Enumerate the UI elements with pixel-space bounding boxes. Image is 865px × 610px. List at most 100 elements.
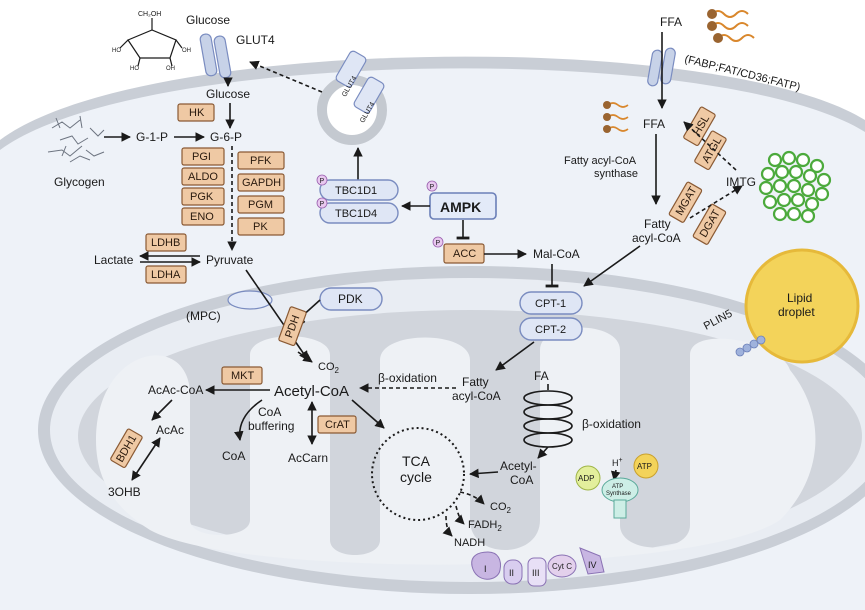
mkt-enzyme <box>221 366 263 385</box>
acaccoa-label: AcAc-CoA <box>148 383 203 397</box>
ffa-inside-icon <box>607 102 629 132</box>
fadh2-label: FADH2 <box>468 519 502 533</box>
hk-label: HK <box>189 107 205 119</box>
atp-synthase-line1: ATP <box>612 484 623 490</box>
enzyme-pk: PK <box>253 221 268 233</box>
hk-enzyme <box>177 103 215 122</box>
enzyme-pfk: PFK <box>250 155 272 167</box>
malcoa-label: Mal-CoA <box>533 247 580 261</box>
svg-text:P: P <box>436 240 441 247</box>
glycolysis-enzymes-left <box>181 147 225 226</box>
fac-cyto-line1: Fatty <box>644 217 671 231</box>
ldhb-enzyme <box>145 233 187 252</box>
ldha-enzyme <box>145 265 187 284</box>
mkt-label: MKT <box>231 370 255 382</box>
acc-label: ACC <box>453 248 476 260</box>
svg-text:P: P <box>320 178 325 185</box>
atp-synthase-line2: Synthase <box>606 491 632 497</box>
complex-1: I <box>484 564 487 574</box>
beta-ox-right-label: β-oxidation <box>582 417 641 431</box>
cpt1-transporter <box>519 291 583 315</box>
nadh-label: NADH <box>454 537 485 549</box>
hplus-label: H+ <box>612 457 623 468</box>
ffa-inside-label: FFA <box>643 117 665 131</box>
atp-synthase-icon <box>601 477 639 519</box>
imtg-droplets-icon <box>758 150 832 224</box>
mgat-enzyme <box>668 181 703 223</box>
glycogen-icon <box>47 115 105 163</box>
tbc1d1-label: TBC1D1 <box>335 185 377 197</box>
mitochondrial-cristae <box>96 327 816 565</box>
glut4-vesicle <box>317 50 387 145</box>
ohb-label: 3OHB <box>108 485 141 499</box>
ffa-molecules-icon <box>711 10 755 42</box>
fatty-acid-transporter-icon <box>647 47 676 87</box>
phospho-icon <box>426 180 438 192</box>
bdh1-enzyme <box>110 428 143 468</box>
ampk-label: AMPK <box>440 199 481 215</box>
atp-label: ATP <box>637 462 652 471</box>
beta-ox-left-label: β-oxidation <box>378 371 437 385</box>
enzyme-pgi: PGI <box>192 151 211 163</box>
pdh-enzyme <box>278 306 307 347</box>
svg-text:OH: OH <box>166 66 175 72</box>
complex-2: II <box>509 568 514 578</box>
enzyme-pgm: PGM <box>248 199 273 211</box>
tca-cycle <box>371 427 465 521</box>
synthase-label-line2: synthase <box>594 168 638 180</box>
svg-text:P: P <box>320 201 325 208</box>
coa-label: CoA <box>222 449 245 463</box>
ffa-outside-label: FFA <box>660 15 682 29</box>
svg-text:P: P <box>430 184 435 191</box>
coa-buffering-line2: buffering <box>248 419 294 433</box>
lipid-droplet-line1: Lipid <box>787 291 812 305</box>
tbc1d4-protein <box>319 202 399 224</box>
crat-label: CrAT <box>325 419 350 431</box>
mpc-transporter <box>227 290 273 310</box>
pyruvate-label: Pyruvate <box>206 253 254 267</box>
ldhb-label: LDHB <box>151 237 180 249</box>
pdk-kinase <box>319 287 383 311</box>
lipid-droplet-line2: droplet <box>778 305 815 319</box>
lipid-droplet <box>744 248 860 364</box>
svg-text:OH: OH <box>182 48 191 54</box>
fac-cyto-line2: acyl-CoA <box>632 231 681 245</box>
complex-4: IV <box>588 560 597 570</box>
tca-line1: TCA <box>402 453 431 469</box>
fac-mito-line2: acyl-CoA <box>452 389 501 403</box>
tbc1d1-protein <box>319 179 399 201</box>
synthase-label-line1: Fatty acyl-CoA <box>564 155 637 167</box>
enzyme-gapdh: GAPDH <box>242 177 281 189</box>
acarn-label: AcCarn <box>288 451 328 465</box>
coa-buffering-line1: CoA <box>258 405 281 419</box>
phospho-icon <box>316 174 328 186</box>
plin5-protein-icon <box>735 335 766 357</box>
co2-pdh-label: CO2 <box>318 361 340 375</box>
complex-3: III <box>532 568 540 578</box>
svg-text:CH₂OH: CH₂OH <box>138 11 161 18</box>
fac-mito-line1: Fatty <box>462 375 489 389</box>
fa-label: FA <box>534 369 549 383</box>
acac-label: AcAc <box>156 423 184 437</box>
complex-cytc: Cyt C <box>552 562 572 571</box>
cpt2-transporter <box>519 317 583 341</box>
cpt1-label: CPT-1 <box>535 298 566 310</box>
acetylcoa-label: Acetyl-CoA <box>274 383 349 400</box>
glucose-inside-label: Glucose <box>206 87 250 101</box>
enzyme-pgk: PGK <box>190 191 214 203</box>
cpt2-label: CPT-2 <box>535 324 566 336</box>
tbc1d4-label: TBC1D4 <box>335 208 377 220</box>
g6p-label: G-6-P <box>210 130 242 144</box>
glucose-outside-label: Glucose <box>186 13 230 27</box>
acetyl-mito-line2: CoA <box>510 473 533 487</box>
acetyl-mito-line1: Acetyl- <box>500 459 537 473</box>
etc-complexes <box>471 547 605 587</box>
adp-molecule <box>575 465 601 491</box>
crat-enzyme <box>317 415 357 434</box>
glut4-transporter-icon <box>199 33 232 79</box>
glut4-label: GLUT4 <box>236 33 275 47</box>
svg-text:HO: HO <box>112 48 121 54</box>
atp-molecule <box>633 453 659 479</box>
